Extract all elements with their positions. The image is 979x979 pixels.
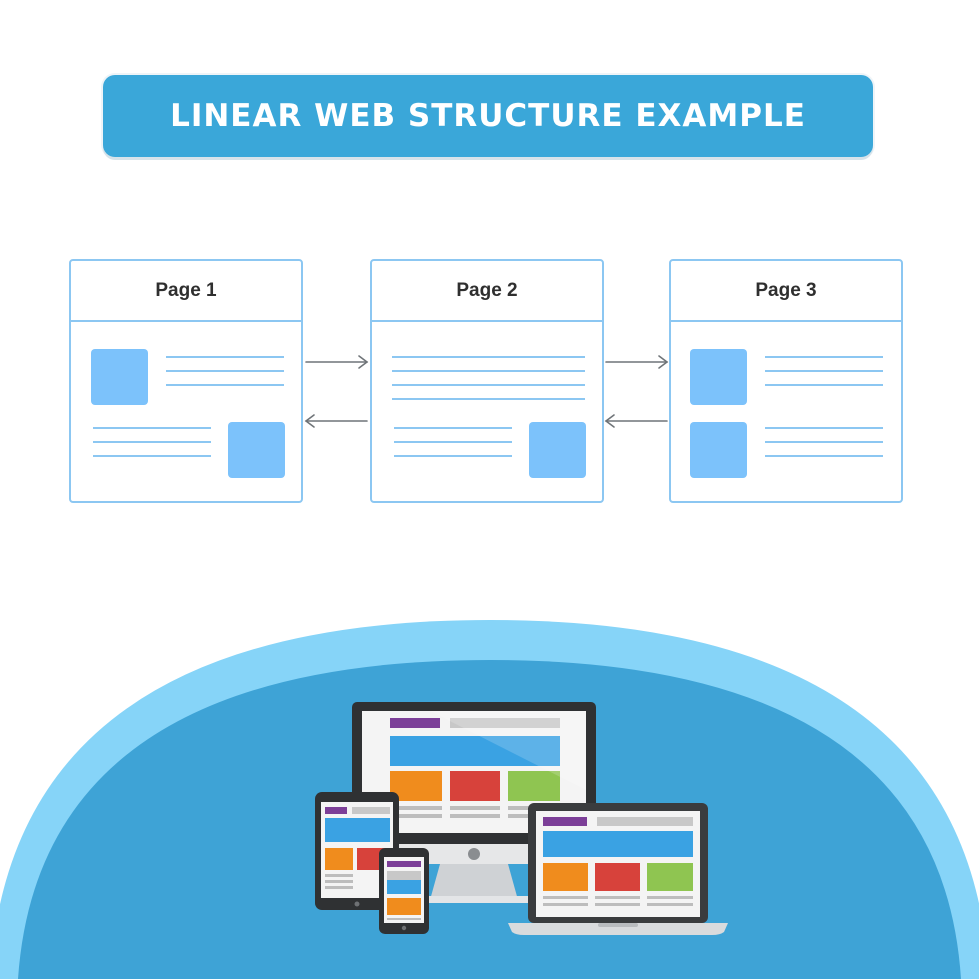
page-card-3: Page 3 <box>669 259 903 503</box>
text-lines <box>765 356 883 386</box>
page-card-title: Page 2 <box>456 279 518 301</box>
smartphone-icon <box>379 848 429 934</box>
laptop-icon <box>508 803 728 935</box>
arrow-left-icon <box>304 414 368 428</box>
text-lines <box>765 427 883 457</box>
arrow-left-icon <box>604 414 668 428</box>
page-card-title: Page 1 <box>155 279 217 301</box>
text-lines <box>93 427 211 457</box>
text-lines <box>394 427 512 457</box>
page-card-title: Page 3 <box>755 279 817 301</box>
image-placeholder <box>91 349 148 405</box>
image-placeholder <box>228 422 285 478</box>
image-placeholder <box>690 422 747 478</box>
image-placeholder <box>529 422 586 478</box>
title-banner: LINEAR WEB STRUCTURE EXAMPLE <box>103 75 873 157</box>
page-card-2: Page 2 <box>370 259 604 503</box>
arrow-right-icon <box>305 355 369 369</box>
image-placeholder <box>690 349 747 405</box>
page-card-header: Page 3 <box>671 261 901 322</box>
page-card-header: Page 2 <box>372 261 602 322</box>
text-lines <box>166 356 284 386</box>
tablet-icon <box>315 792 399 910</box>
arrow-right-icon <box>605 355 669 369</box>
diagram-title: LINEAR WEB STRUCTURE EXAMPLE <box>170 98 806 134</box>
page-card-header: Page 1 <box>71 261 301 322</box>
text-lines <box>392 356 585 400</box>
page-card-1: Page 1 <box>69 259 303 503</box>
